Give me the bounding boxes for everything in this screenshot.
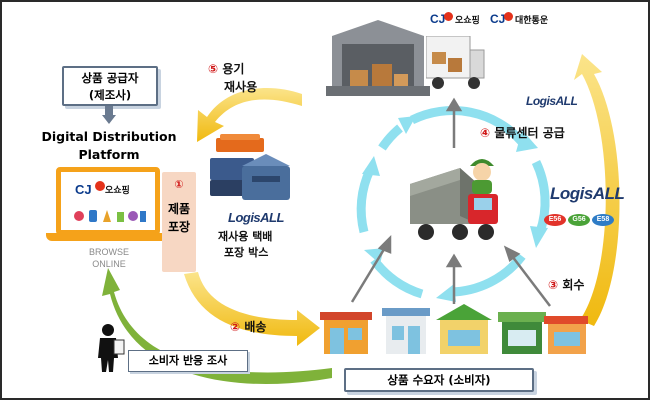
cj-shop-name: 오쇼핑 bbox=[105, 186, 130, 196]
reuse-step-label: ⑤ 용기 bbox=[208, 60, 244, 77]
delivery-label: ② 배송 bbox=[230, 318, 266, 335]
reuse-arrow bbox=[197, 87, 302, 142]
cj-logo-top1: CJ bbox=[430, 12, 446, 26]
reuse-label-line1: 용기 bbox=[222, 62, 245, 76]
supplier-title: 상품 공급자 bbox=[81, 71, 139, 85]
logistics-cycle bbox=[356, 106, 550, 299]
shop-1 bbox=[320, 312, 372, 354]
box-caption-line2: 포장 박스 bbox=[224, 246, 269, 259]
cj-logo-top2-name: 대한통운 bbox=[515, 16, 549, 26]
cj-logo-dot-icon bbox=[95, 181, 105, 191]
box-logisall-logo: LogisALL bbox=[228, 210, 284, 225]
center-supply-label: ④ 물류센터 공급 bbox=[480, 124, 565, 141]
packaging-step-number: ① bbox=[174, 178, 184, 191]
down-arrow-icon bbox=[102, 106, 116, 124]
logis-chip-2: G56 bbox=[568, 214, 590, 226]
shops-image bbox=[320, 304, 588, 354]
supplier-subtitle: (제조사) bbox=[88, 88, 132, 102]
cj-logo-top2: CJ bbox=[490, 12, 506, 26]
cj-logo-top1-name: 오쇼핑 bbox=[455, 16, 480, 26]
product-icons bbox=[74, 210, 146, 222]
supplier-box: 상품 공급자 (제조사) bbox=[62, 66, 158, 106]
box-caption-line1: 재사용 택배 bbox=[218, 230, 273, 243]
delivery-truck-small-image bbox=[426, 36, 485, 89]
survey-box: 소비자 반응 조사 bbox=[128, 350, 248, 372]
shop-3 bbox=[436, 304, 492, 354]
logis-chip-1: E56 bbox=[544, 214, 566, 226]
cj-dot-icon-2 bbox=[504, 12, 513, 21]
reuse-label-line2: 재사용 bbox=[224, 80, 258, 94]
consumer-box: 상품 수요자 (소비자) bbox=[344, 368, 534, 392]
reusable-box-image bbox=[210, 134, 290, 200]
cj-logo: CJ bbox=[75, 182, 92, 197]
cj-dot-icon bbox=[444, 12, 453, 21]
collection-step-number: ③ bbox=[548, 278, 559, 292]
packaging-step: ① 제품 포장 bbox=[162, 172, 196, 272]
worker-icon bbox=[470, 159, 494, 194]
shop-4 bbox=[498, 312, 546, 354]
shop-2 bbox=[382, 308, 430, 354]
packaging-step-label: 제품 포장 bbox=[162, 200, 196, 236]
delivery-step-number: ② bbox=[230, 320, 241, 334]
collection-arrow bbox=[574, 54, 620, 326]
logis-chip-3: E58 bbox=[592, 214, 614, 226]
warehouse-logisall-logo: LogisALL bbox=[526, 94, 578, 108]
center-step-text: 물류센터 공급 bbox=[494, 126, 565, 140]
collection-label: ③ 회수 bbox=[548, 276, 584, 293]
reuse-step-number: ⑤ bbox=[208, 62, 219, 76]
platform-title: Digital Distribution Platform bbox=[34, 128, 184, 164]
survey-person-icon bbox=[98, 324, 125, 372]
platform-title-line1: Digital Distribution bbox=[41, 129, 177, 144]
delivery-arrow bbox=[184, 272, 320, 346]
center-logisall-logo: LogisALL bbox=[550, 184, 625, 203]
laptop-base bbox=[46, 233, 170, 241]
center-step-number: ④ bbox=[480, 126, 491, 140]
laptop-screen: CJ 오쇼핑 bbox=[56, 167, 160, 235]
collection-step-text: 회수 bbox=[562, 278, 585, 292]
delivery-step-text: 배송 bbox=[244, 320, 267, 334]
packaging-label-line1: 제품 bbox=[167, 202, 191, 216]
shop-return-arrows bbox=[350, 97, 551, 307]
browse-caption-line2: ONLINE bbox=[92, 259, 126, 269]
browse-caption-line1: BROWSE bbox=[88, 247, 129, 257]
packaging-label-line2: 포장 bbox=[167, 220, 191, 234]
platform-title-line2: Platform bbox=[78, 147, 140, 162]
warehouse-image bbox=[326, 20, 430, 96]
browse-online-caption: BROWSE ONLINE bbox=[64, 246, 154, 270]
shop-5 bbox=[544, 316, 588, 354]
truck-image bbox=[410, 168, 498, 240]
